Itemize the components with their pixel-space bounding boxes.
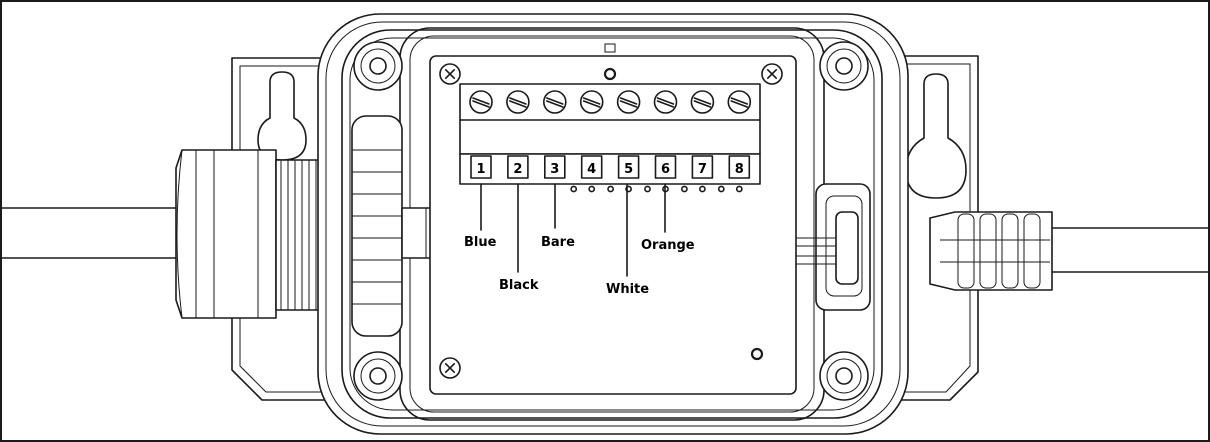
panel-screw-bottom-left	[439, 357, 461, 379]
corner-screw-bottom-left	[353, 351, 403, 401]
terminal-screw	[469, 90, 493, 114]
terminal-box	[580, 155, 603, 179]
terminal-number: 5	[624, 162, 633, 177]
terminal-number: 4	[587, 162, 596, 177]
terminal-screw	[506, 90, 530, 114]
corner-screw-bottom-right	[819, 351, 869, 401]
terminal-screw	[542, 90, 567, 114]
cable-gland	[175, 149, 327, 319]
left-keyhole-slot	[257, 71, 307, 161]
label-orange: Orange	[641, 238, 695, 253]
contact-dot	[717, 185, 725, 193]
terminal-screw	[727, 90, 752, 114]
strain-relief	[929, 211, 1053, 291]
terminal-number: 7	[698, 162, 707, 177]
right-keyhole-slot	[905, 73, 967, 199]
terminal-screw	[579, 90, 604, 114]
terminal-number: 3	[550, 162, 559, 177]
label-blue: Blue	[464, 235, 497, 250]
contact-dot	[644, 185, 651, 193]
leader-lines	[480, 183, 666, 277]
terminal-block	[459, 83, 761, 185]
corner-screw-top-right	[819, 41, 869, 91]
terminal-number: 1	[476, 162, 485, 177]
terminal-numbers: 1 2 3 4 5 6 7 8	[470, 155, 751, 179]
contact-dot	[681, 185, 688, 193]
terminal-screws	[469, 90, 752, 114]
panel-screw-top-left	[439, 63, 461, 85]
terminal-box	[617, 155, 640, 179]
panel-screw-top-right	[761, 63, 783, 85]
contact-dot	[625, 185, 632, 193]
terminal-box	[470, 155, 492, 179]
contact-dot	[607, 185, 614, 193]
contact-dot	[735, 185, 743, 193]
terminal-screw	[690, 90, 715, 114]
terminal-box	[654, 155, 677, 179]
panel-hole-top	[603, 67, 617, 81]
terminal-screw	[653, 90, 678, 114]
terminal-box	[507, 155, 529, 179]
right-cable	[1049, 227, 1210, 273]
panel-hole-bottom	[750, 347, 764, 361]
label-white: White	[606, 282, 649, 297]
right-entry-grommet	[796, 183, 871, 311]
terminal-screw	[616, 90, 641, 114]
contact-dot	[570, 185, 578, 193]
label-bare: Bare	[541, 235, 575, 250]
terminal-contacts	[570, 185, 743, 193]
terminal-box	[543, 155, 566, 179]
terminal-number: 8	[735, 162, 744, 177]
label-black: Black	[499, 278, 539, 293]
terminal-box	[728, 155, 751, 179]
top-tab	[604, 43, 616, 53]
left-cable	[0, 207, 181, 259]
contact-dot	[588, 185, 596, 193]
terminal-number: 6	[661, 162, 670, 177]
terminal-box	[691, 155, 714, 179]
contact-dot	[699, 185, 706, 193]
corner-screw-top-left	[353, 41, 403, 91]
terminal-number: 2	[513, 162, 522, 177]
